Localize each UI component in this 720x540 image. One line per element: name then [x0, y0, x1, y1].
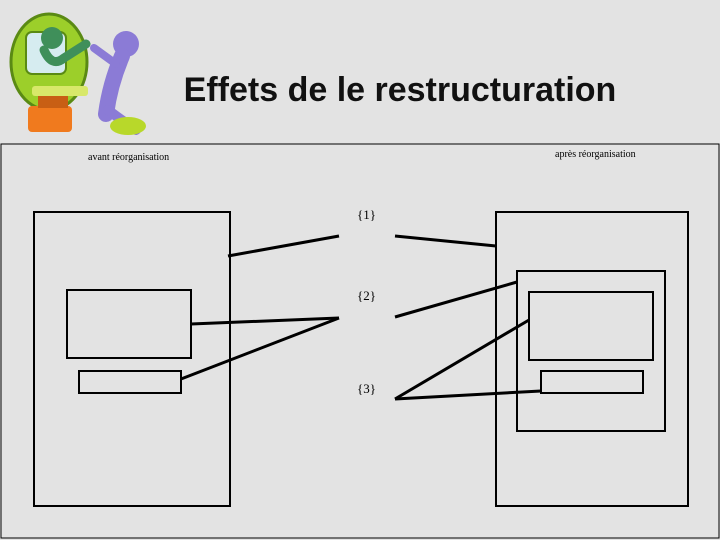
- marker-1: {1}: [357, 207, 376, 222]
- connector-1-left: [228, 236, 339, 256]
- before-label: avant réorganisation: [88, 152, 169, 163]
- after-inner-box-large: [529, 292, 653, 360]
- marker-2: {2}: [357, 288, 376, 303]
- after-label: après réorganisation: [555, 149, 636, 160]
- connector-1-right: [395, 236, 496, 246]
- connector-2-left-top: [191, 318, 339, 324]
- connector-3-right-up: [395, 320, 529, 399]
- marker-3: {3}: [357, 381, 376, 396]
- connector-2-left-bottom: [181, 318, 339, 379]
- before-inner-box-small: [79, 371, 181, 393]
- connector-2-right: [395, 282, 517, 317]
- content-frame: [1, 144, 719, 538]
- connector-3-right-flat: [395, 391, 541, 399]
- after-intermediate-box: [517, 271, 665, 431]
- before-inner-box-large: [67, 290, 191, 358]
- after-inner-box-small: [541, 371, 643, 393]
